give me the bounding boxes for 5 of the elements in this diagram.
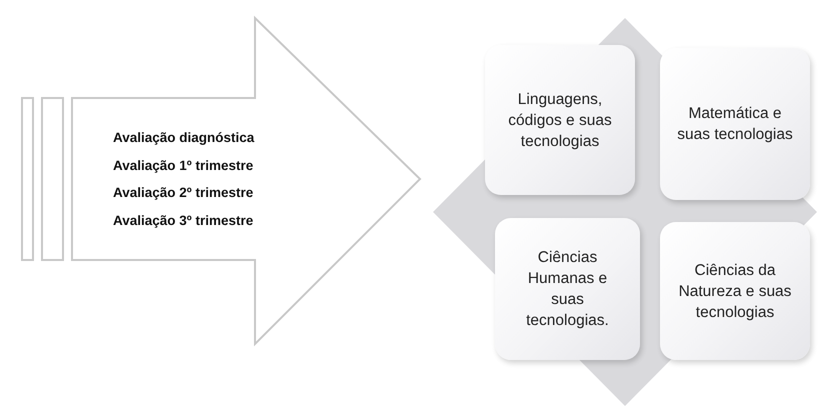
evaluation-item: Avaliação 2º trimestre	[113, 184, 254, 202]
evaluation-item: Avaliação diagnóstica	[113, 129, 254, 147]
evaluation-item: Avaliação 1º trimestre	[113, 156, 254, 175]
evaluation-item: Avaliação 3º trimestre	[113, 212, 254, 230]
subject-card: Matemática e suas tecnologias	[660, 48, 810, 200]
